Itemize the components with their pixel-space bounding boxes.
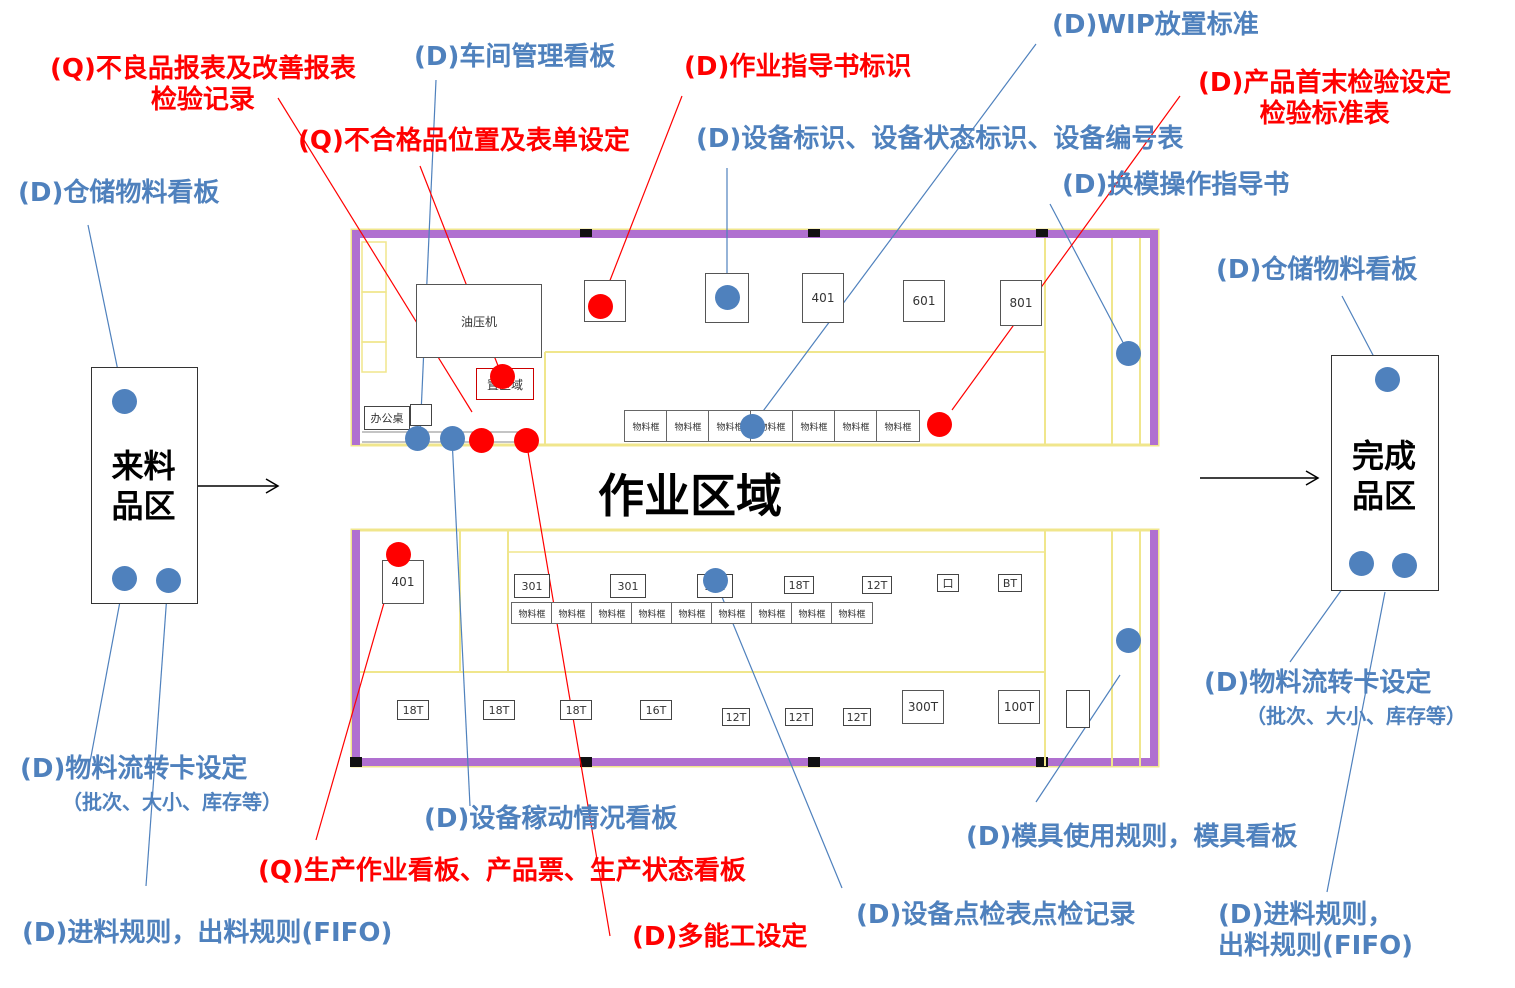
mold-rack bbox=[1066, 690, 1090, 728]
marker-dot-blue bbox=[1349, 551, 1374, 576]
marker-dot-blue bbox=[703, 568, 728, 593]
machine-mark: 18T bbox=[483, 700, 515, 720]
marker-dot-red bbox=[490, 364, 515, 389]
marker-dot-blue bbox=[1116, 628, 1141, 653]
marker-dot-red bbox=[514, 428, 539, 453]
machine-300t: 300T bbox=[902, 690, 944, 724]
marker-dot-blue bbox=[405, 426, 430, 451]
material-box: 物料框 bbox=[631, 602, 673, 624]
label-d-multiskill: (D)多能工设定 bbox=[632, 922, 808, 952]
material-box: 物料框 bbox=[591, 602, 633, 624]
hydraulic-press: 油压机 bbox=[416, 284, 542, 358]
material-box: 物料框 bbox=[751, 602, 793, 624]
machine-bottom-1: 401 bbox=[382, 560, 424, 604]
label-q-nonconforming: (Q)不合格品位置及表单设定 bbox=[298, 126, 630, 156]
label-q-production-board: (Q)生产作业看板、产品票、生产状态看板 bbox=[258, 856, 746, 886]
label-d-equipment-status: (D)设备稼动情况看板 bbox=[424, 804, 678, 834]
label-d-work-instruction: (D)作业指导书标识 bbox=[684, 52, 912, 82]
material-box: 物料框 bbox=[666, 410, 710, 442]
machine-mark: 口 bbox=[937, 574, 959, 592]
material-box: 物料框 bbox=[624, 410, 668, 442]
marker-dot-blue bbox=[715, 285, 740, 310]
material-box: 物料框 bbox=[876, 410, 920, 442]
label-d-first-last: (D)产品首末检验设定 检验标准表 bbox=[1198, 68, 1452, 130]
marker-dot-blue bbox=[156, 568, 181, 593]
label-d-flow-card-right: (D)物料流转卡设定 bbox=[1204, 668, 1432, 698]
finished-zone-box bbox=[1331, 355, 1439, 591]
machine-top-5: 801 bbox=[1000, 280, 1042, 326]
machine-mark: 18T bbox=[560, 700, 592, 720]
machine-mark: 12T bbox=[785, 708, 813, 726]
incoming-zone-box bbox=[91, 367, 198, 604]
machine-top-3: 401 bbox=[802, 273, 844, 323]
label-d-fifo-left: (D)进料规则，出料规则(FIFO) bbox=[22, 918, 393, 948]
machine-mark: BT bbox=[998, 574, 1022, 592]
machine-top-4: 601 bbox=[903, 280, 945, 322]
label-d-storage-left: (D)仓储物料看板 bbox=[18, 178, 220, 208]
machine-mark: 18T bbox=[784, 576, 814, 594]
machine-bottom-2: 301 bbox=[514, 574, 550, 598]
marker-dot-blue bbox=[440, 426, 465, 451]
label-d-equipment-id: (D)设备标识、设备状态标识、设备编号表 bbox=[696, 124, 1184, 154]
material-box: 物料框 bbox=[711, 602, 753, 624]
label-d-storage-right: (D)仓储物料看板 bbox=[1216, 255, 1418, 285]
marker-dot-blue bbox=[1392, 553, 1417, 578]
label-d-mold: (D)模具使用规则，模具看板 bbox=[966, 822, 1298, 852]
label-d-workshop-board: (D)车间管理看板 bbox=[414, 42, 616, 72]
marker-dot-blue bbox=[112, 566, 137, 591]
marker-dot-red bbox=[927, 412, 952, 437]
marker-dot-blue bbox=[1375, 367, 1400, 392]
machine-mark: 12T bbox=[862, 576, 892, 594]
machine-mark: 12T bbox=[843, 708, 871, 726]
material-box: 物料框 bbox=[791, 602, 833, 624]
machine-mark: 16T bbox=[640, 700, 672, 720]
machine-mark: 12T bbox=[722, 708, 750, 726]
marker-dot-blue bbox=[1116, 341, 1141, 366]
marker-dot-red bbox=[588, 294, 613, 319]
label-d-wip: (D)WIP放置标准 bbox=[1052, 10, 1259, 40]
marker-dot-blue bbox=[112, 389, 137, 414]
label-d-flow-card-left-sub: （批次、大小、库存等） bbox=[62, 790, 282, 814]
finished-zone-label: 完成 品区 bbox=[1351, 437, 1416, 515]
machine-100t: 100T bbox=[998, 690, 1040, 724]
machine-mark: 18T bbox=[397, 700, 429, 720]
label-d-inspection: (D)设备点检表点检记录 bbox=[856, 900, 1136, 930]
office-cabinet bbox=[410, 404, 432, 426]
material-box: 物料框 bbox=[551, 602, 593, 624]
marker-dot-blue bbox=[740, 414, 765, 439]
label-q-defect-report: (Q)不良品报表及改善报表 检验记录 bbox=[50, 54, 356, 116]
material-box: 物料框 bbox=[511, 602, 553, 624]
marker-dot-red bbox=[469, 428, 494, 453]
marker-dot-red bbox=[386, 542, 411, 567]
label-d-flow-card-left: (D)物料流转卡设定 bbox=[20, 754, 248, 784]
machine-bottom-3: 301 bbox=[610, 574, 646, 598]
material-box: 物料框 bbox=[831, 602, 873, 624]
label-d-fifo-right: (D)进料规则， 出料规则(FIFO) bbox=[1218, 900, 1414, 962]
material-box: 物料框 bbox=[671, 602, 713, 624]
label-d-flow-card-right-sub: （批次、大小、库存等） bbox=[1246, 704, 1466, 728]
incoming-zone-label: 来料 品区 bbox=[111, 447, 176, 525]
work-area-label: 作业区域 bbox=[598, 469, 782, 523]
material-box: 物料框 bbox=[834, 410, 878, 442]
office-desk: 办公桌 bbox=[364, 406, 410, 430]
label-d-die-change: (D)换模操作指导书 bbox=[1062, 170, 1290, 200]
material-box: 物料框 bbox=[792, 410, 836, 442]
